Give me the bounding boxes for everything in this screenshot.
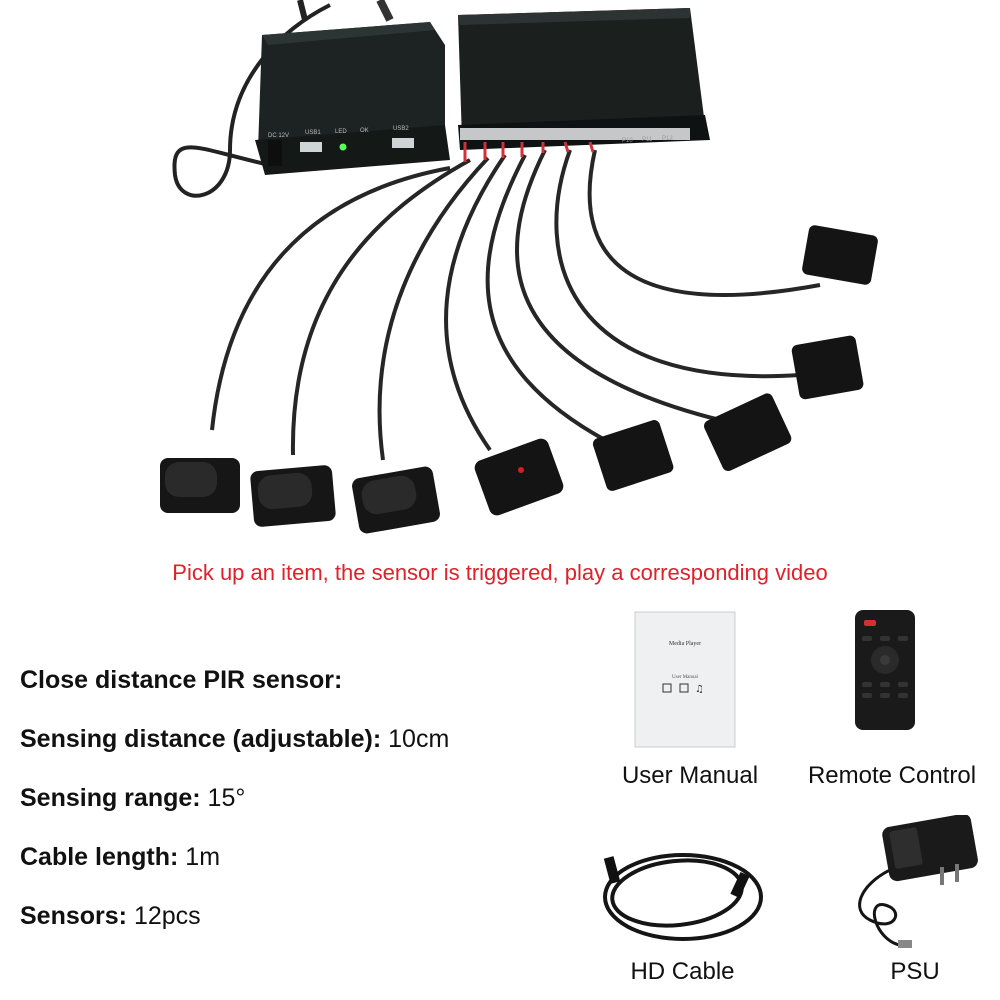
spec-line-title: Close distance PIR sensor: xyxy=(20,666,342,695)
spec-label: Close distance PIR sensor: xyxy=(20,666,343,694)
spec-value: 12pcs xyxy=(133,902,201,930)
usb-port-icon xyxy=(392,138,414,148)
spec-label: Sensing distance (adjustable): xyxy=(20,725,382,753)
accessory-label-manual: User Manual xyxy=(621,762,759,789)
pir-sensor xyxy=(791,335,864,400)
port-label: OK xyxy=(360,128,369,134)
remote-control-image xyxy=(855,610,915,730)
accessory-label-remote: Remote Control xyxy=(807,762,977,789)
music-icon: ♫ xyxy=(695,684,704,695)
hdmi-connector-icon xyxy=(730,872,750,898)
pir-sensors xyxy=(160,225,878,534)
port-label: LED xyxy=(335,129,347,135)
accessory-label-hd-cable: HD Cable xyxy=(630,958,735,985)
power-button-icon xyxy=(864,620,876,626)
connector-wires xyxy=(463,141,595,162)
film-icon xyxy=(662,683,672,693)
spec-label: Sensors: xyxy=(20,902,127,930)
pir-sensor xyxy=(352,466,440,534)
psu-image xyxy=(858,815,978,948)
port-label: P11 xyxy=(642,137,653,143)
port-label: DC 12V xyxy=(268,133,289,139)
accessory-label-psu: PSU xyxy=(890,958,940,985)
port-label: P10 xyxy=(622,138,633,144)
port-label: P12 xyxy=(662,136,673,142)
controller-box-left: DC 12V USB1 LED OK USB2 xyxy=(255,22,450,175)
spec-label: Sensing range: xyxy=(20,784,201,812)
sensor-hub-box-right: P10 P11 P12 xyxy=(458,8,710,150)
port-label: USB2 xyxy=(393,126,409,132)
spec-line-cable: Cable length: 1m xyxy=(20,843,220,872)
sensor-cables xyxy=(210,149,821,461)
pir-sensor xyxy=(802,225,878,285)
caption-text: Pick up an item, the sensor is triggered… xyxy=(172,560,828,585)
spec-value: 10cm xyxy=(388,725,450,753)
usb-port-icon xyxy=(300,142,322,152)
top-cable xyxy=(297,0,308,21)
user-manual-image: Media Player User Manual ♫ xyxy=(634,611,736,748)
pir-sensor xyxy=(160,458,240,513)
spec-line-sensors: Sensors: 12pcs xyxy=(20,902,201,931)
spec-label: Cable length: xyxy=(20,843,179,871)
pir-sensor xyxy=(474,438,564,516)
spec-value: 15° xyxy=(207,784,246,812)
spec-value: 1m xyxy=(185,843,221,871)
photo-icon xyxy=(679,683,689,693)
pir-sensor xyxy=(592,420,674,491)
pir-sensor xyxy=(704,393,792,472)
manual-title: Media Player xyxy=(669,641,701,647)
manual-subtitle: User Manual xyxy=(672,675,699,680)
spec-line-range: Sensing range: 15° xyxy=(20,784,245,813)
port-label: USB1 xyxy=(305,130,321,136)
product-photo: DC 12V USB1 LED OK USB2 P10 P11 P12 xyxy=(160,0,878,534)
dc-plug xyxy=(268,140,282,166)
hdmi-connector-icon xyxy=(603,856,621,884)
led-indicator-icon xyxy=(339,143,347,151)
spec-line-distance: Sensing distance (adjustable): 10cm xyxy=(20,725,449,754)
hd-cable-image xyxy=(603,853,763,941)
pir-sensor xyxy=(250,465,336,527)
top-usb-cable xyxy=(376,0,394,22)
